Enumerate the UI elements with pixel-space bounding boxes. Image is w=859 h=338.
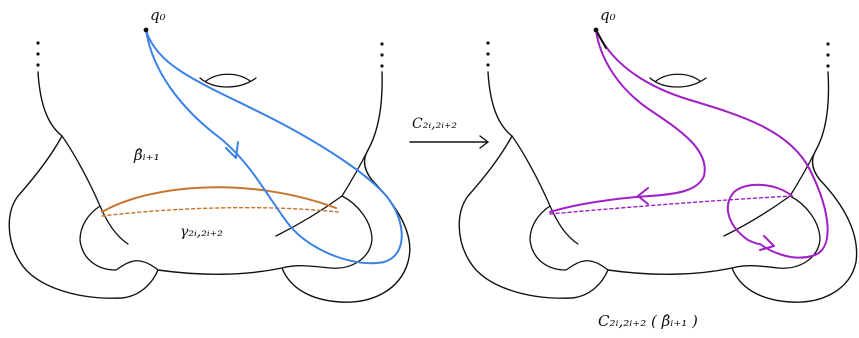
loop-gamma-front — [101, 186, 337, 213]
right-ellipsis-dot — [826, 64, 830, 68]
right-ellipsis-dot — [486, 52, 490, 56]
image-curve-small-loop — [726, 183, 793, 245]
left-ellipsis-dot — [380, 42, 384, 46]
left-surface-outline — [8, 71, 411, 303]
result-label: C₂ᵢ,₂ᵢ₊₂ ( β̂ᵢ₊₁ ) — [598, 312, 698, 330]
loop-gamma-label: γ₂ᵢ,₂ᵢ₊₂ — [180, 224, 223, 240]
left-handle-bottom — [199, 77, 257, 88]
left-surface-inner-left-fold — [99, 205, 129, 245]
left-surface-inner-right-fold — [275, 195, 343, 237]
image-curve-start-segment — [595, 29, 607, 49]
left-ellipsis-dot — [380, 53, 384, 57]
left-surface-inner-left — [61, 135, 159, 271]
left-ellipsis-dot — [36, 41, 40, 45]
left-handle-top — [205, 73, 251, 82]
map-arrow-head — [479, 135, 489, 149]
left-ellipsis-dot — [36, 63, 40, 67]
loop-gamma-back — [101, 206, 339, 217]
right-ellipsis-dot — [486, 41, 490, 45]
map-arrow-label: C₂ᵢ,₂ᵢ₊₂ — [412, 116, 457, 132]
left-ellipsis-dot — [36, 52, 40, 56]
right-surface-inner-right — [731, 149, 821, 269]
right-ellipsis-dot — [826, 42, 830, 46]
basepoint-dot-left — [143, 27, 149, 33]
image-curve-main — [595, 29, 706, 197]
right-surface-outline — [458, 71, 858, 303]
right-surface — [458, 41, 858, 303]
basepoint-label-right: q₀ — [600, 6, 616, 24]
right-surface-inner-left — [511, 135, 609, 271]
image-curve-back — [549, 195, 793, 215]
curve-beta-hat — [145, 29, 403, 265]
basepoint-label-left: q₀ — [150, 6, 166, 24]
right-handle-bottom — [649, 77, 707, 88]
curve-beta-label: β̂ᵢ₊₁ — [133, 146, 160, 164]
image-curve-upper — [595, 29, 829, 259]
right-surface-inner-right-fold — [723, 195, 791, 237]
basepoint-dot-right — [593, 27, 599, 33]
left-surface-inner-right — [281, 149, 373, 269]
right-ellipsis-dot — [826, 53, 830, 57]
image-curve-arrowhead-left — [637, 187, 649, 205]
right-handle-top — [655, 73, 701, 82]
map-arrow: C₂ᵢ,₂ᵢ₊₂ — [409, 116, 489, 149]
curve-beta-arrowhead — [225, 141, 239, 159]
right-surface-inner-left-fold — [549, 205, 579, 245]
image-curve-arrowhead-right — [759, 235, 775, 251]
left-surface — [8, 41, 411, 303]
right-ellipsis-dot — [486, 63, 490, 67]
left-ellipsis-dot — [380, 64, 384, 68]
